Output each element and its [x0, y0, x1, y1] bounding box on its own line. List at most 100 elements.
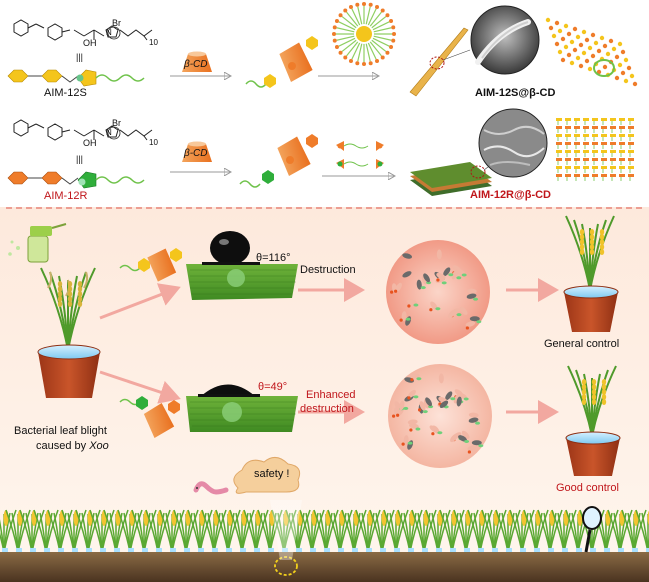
stack-unit: [628, 166, 634, 169]
field-grain: [619, 510, 625, 526]
cell-fragment: [471, 440, 482, 446]
rice-grain: [599, 239, 605, 245]
cell-fragment: [468, 417, 479, 423]
cell-fragment: [408, 423, 419, 429]
rod-unit: [614, 75, 620, 81]
rod-unit: [587, 45, 593, 51]
cell-fragment: [469, 316, 480, 322]
field-water: [226, 548, 232, 552]
rod-unit: [587, 66, 593, 72]
field-water: [58, 548, 64, 552]
micelle-chain: [369, 41, 382, 57]
cell-fragment: [448, 309, 456, 319]
cell-fragment: [465, 321, 476, 327]
micelle-chain: [336, 27, 355, 33]
field-water: [324, 548, 330, 552]
field-water: [128, 548, 134, 552]
rod-unit: [590, 53, 596, 59]
stack-unit: [565, 150, 571, 153]
micelle-head: [385, 50, 390, 55]
assembly-head: [396, 413, 400, 417]
molecule-name-top: AIM-12S: [44, 87, 87, 99]
assembly-particle: [422, 410, 428, 414]
nanofiber-needle: [409, 27, 471, 97]
rod-unit: [554, 41, 560, 47]
rod-unit: [563, 23, 569, 29]
cell-fragment: [407, 419, 418, 425]
assembly-particle: [450, 397, 456, 401]
beta-cd-label-top: β-CD: [184, 59, 208, 70]
field-grain: [423, 510, 429, 526]
rod-unit: [620, 70, 626, 76]
rod-unit: [632, 81, 638, 87]
rice-grain: [591, 399, 597, 405]
rice-field-soil: [0, 552, 649, 582]
field-water: [30, 548, 36, 552]
micelle-chain: [351, 42, 361, 60]
stack-unit: [601, 134, 607, 137]
rod-unit: [602, 43, 608, 49]
rice-grain: [67, 281, 73, 287]
chain-subscript-bottom: 10: [149, 138, 158, 147]
beta-cd-cup-top: [182, 51, 212, 72]
field-grain: [395, 510, 401, 526]
bacteria-destruction-top: [386, 240, 490, 344]
contact-angle-bottom: θ=49°: [258, 381, 288, 393]
field-grain: [465, 510, 471, 526]
cell-fragment: [429, 425, 439, 433]
assembly-particle: [426, 281, 432, 285]
field-water: [114, 548, 120, 552]
stack-unit: [556, 134, 562, 137]
cell-fragment: [443, 267, 451, 277]
nanosheet: [410, 157, 501, 196]
rice-grain: [77, 286, 83, 292]
stack-unit: [592, 142, 598, 145]
micelle-chain: [365, 43, 371, 62]
assembly-head: [409, 428, 413, 432]
field-water: [562, 548, 568, 552]
stack-unit: [556, 166, 562, 169]
bacteria-destruction-bottom: [388, 364, 492, 468]
field-grain: [115, 510, 121, 526]
field-water: [184, 548, 190, 552]
rice-grain: [579, 229, 585, 235]
rod-unit: [602, 64, 608, 70]
stack-unit: [592, 166, 598, 169]
assembly-particle: [441, 281, 447, 285]
cell-fragment: [459, 306, 468, 315]
stack-unit: [583, 150, 589, 153]
micelle-head: [334, 18, 339, 23]
stack-unit: [619, 118, 625, 121]
leaf-surface-bottom: [186, 384, 298, 432]
rice-leaf: [589, 215, 615, 291]
assembly-head: [410, 378, 414, 382]
micelle-head: [368, 61, 373, 66]
cell-fragment: [450, 433, 458, 443]
field-grain: [31, 510, 37, 526]
assembly-particle: [464, 439, 470, 443]
rice-grain: [589, 229, 595, 235]
healthy-rice-plant-top: [565, 215, 615, 291]
assembly-head: [407, 304, 411, 308]
field-water: [590, 548, 596, 552]
rice-grain: [579, 244, 585, 250]
field-water: [394, 548, 400, 552]
blighted-leaf-tip: [47, 271, 53, 289]
cell-fragment: [461, 430, 470, 439]
field-grain: [633, 510, 639, 526]
stack-unit: [628, 118, 634, 121]
micelle-head: [380, 8, 385, 13]
rod-unit: [590, 32, 596, 38]
stack-unit: [601, 166, 607, 169]
assembly-particle: [416, 377, 422, 381]
stack-unit: [574, 142, 580, 145]
micelle-head: [389, 45, 394, 50]
stack-unit: [565, 174, 571, 177]
stack-unit: [583, 118, 589, 121]
rod-unit: [581, 50, 587, 56]
stack-unit: [592, 158, 598, 161]
stack-unit: [583, 142, 589, 145]
rod-unit: [557, 49, 563, 55]
safety-cloud: [233, 457, 301, 494]
field-grain: [535, 510, 541, 526]
